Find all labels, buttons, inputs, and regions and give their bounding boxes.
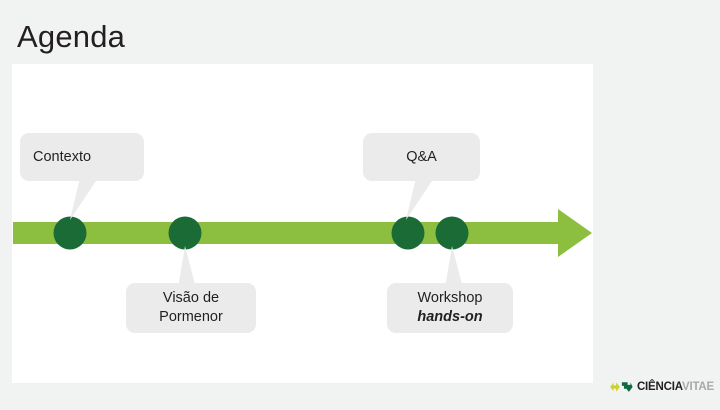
- callout-contexto[interactable]: Contexto: [20, 133, 144, 181]
- callout-workshop-label-line1: Workshop: [417, 290, 483, 306]
- callout-workshop-hands-on[interactable]: Workshop hands-on: [387, 283, 513, 333]
- callout-workshop-label-line2: hands-on: [417, 309, 483, 325]
- callout-contexto-label: Contexto: [33, 148, 92, 165]
- callout-qa-label: Q&A: [406, 148, 437, 165]
- ciencia-vitae-logo: CIÊNCIAVITAE: [610, 378, 714, 396]
- page-title: Agenda: [17, 19, 126, 54]
- callout-visao-label-line2: Pormenor: [159, 309, 223, 325]
- logo-word-ciencia: CIÊNCIA: [636, 380, 682, 393]
- logo-wordmark: CIÊNCIAVITAE: [637, 381, 714, 394]
- callout-qa[interactable]: Q&A: [363, 133, 480, 181]
- callout-visao-label-line1: Visão de: [162, 290, 220, 306]
- callout-visao-de-pormenor[interactable]: Visão de Pormenor: [126, 283, 256, 333]
- logo-word-vitae: VITAE: [681, 380, 714, 393]
- content-panel: [12, 64, 593, 383]
- logo-mark-icon: [610, 382, 633, 392]
